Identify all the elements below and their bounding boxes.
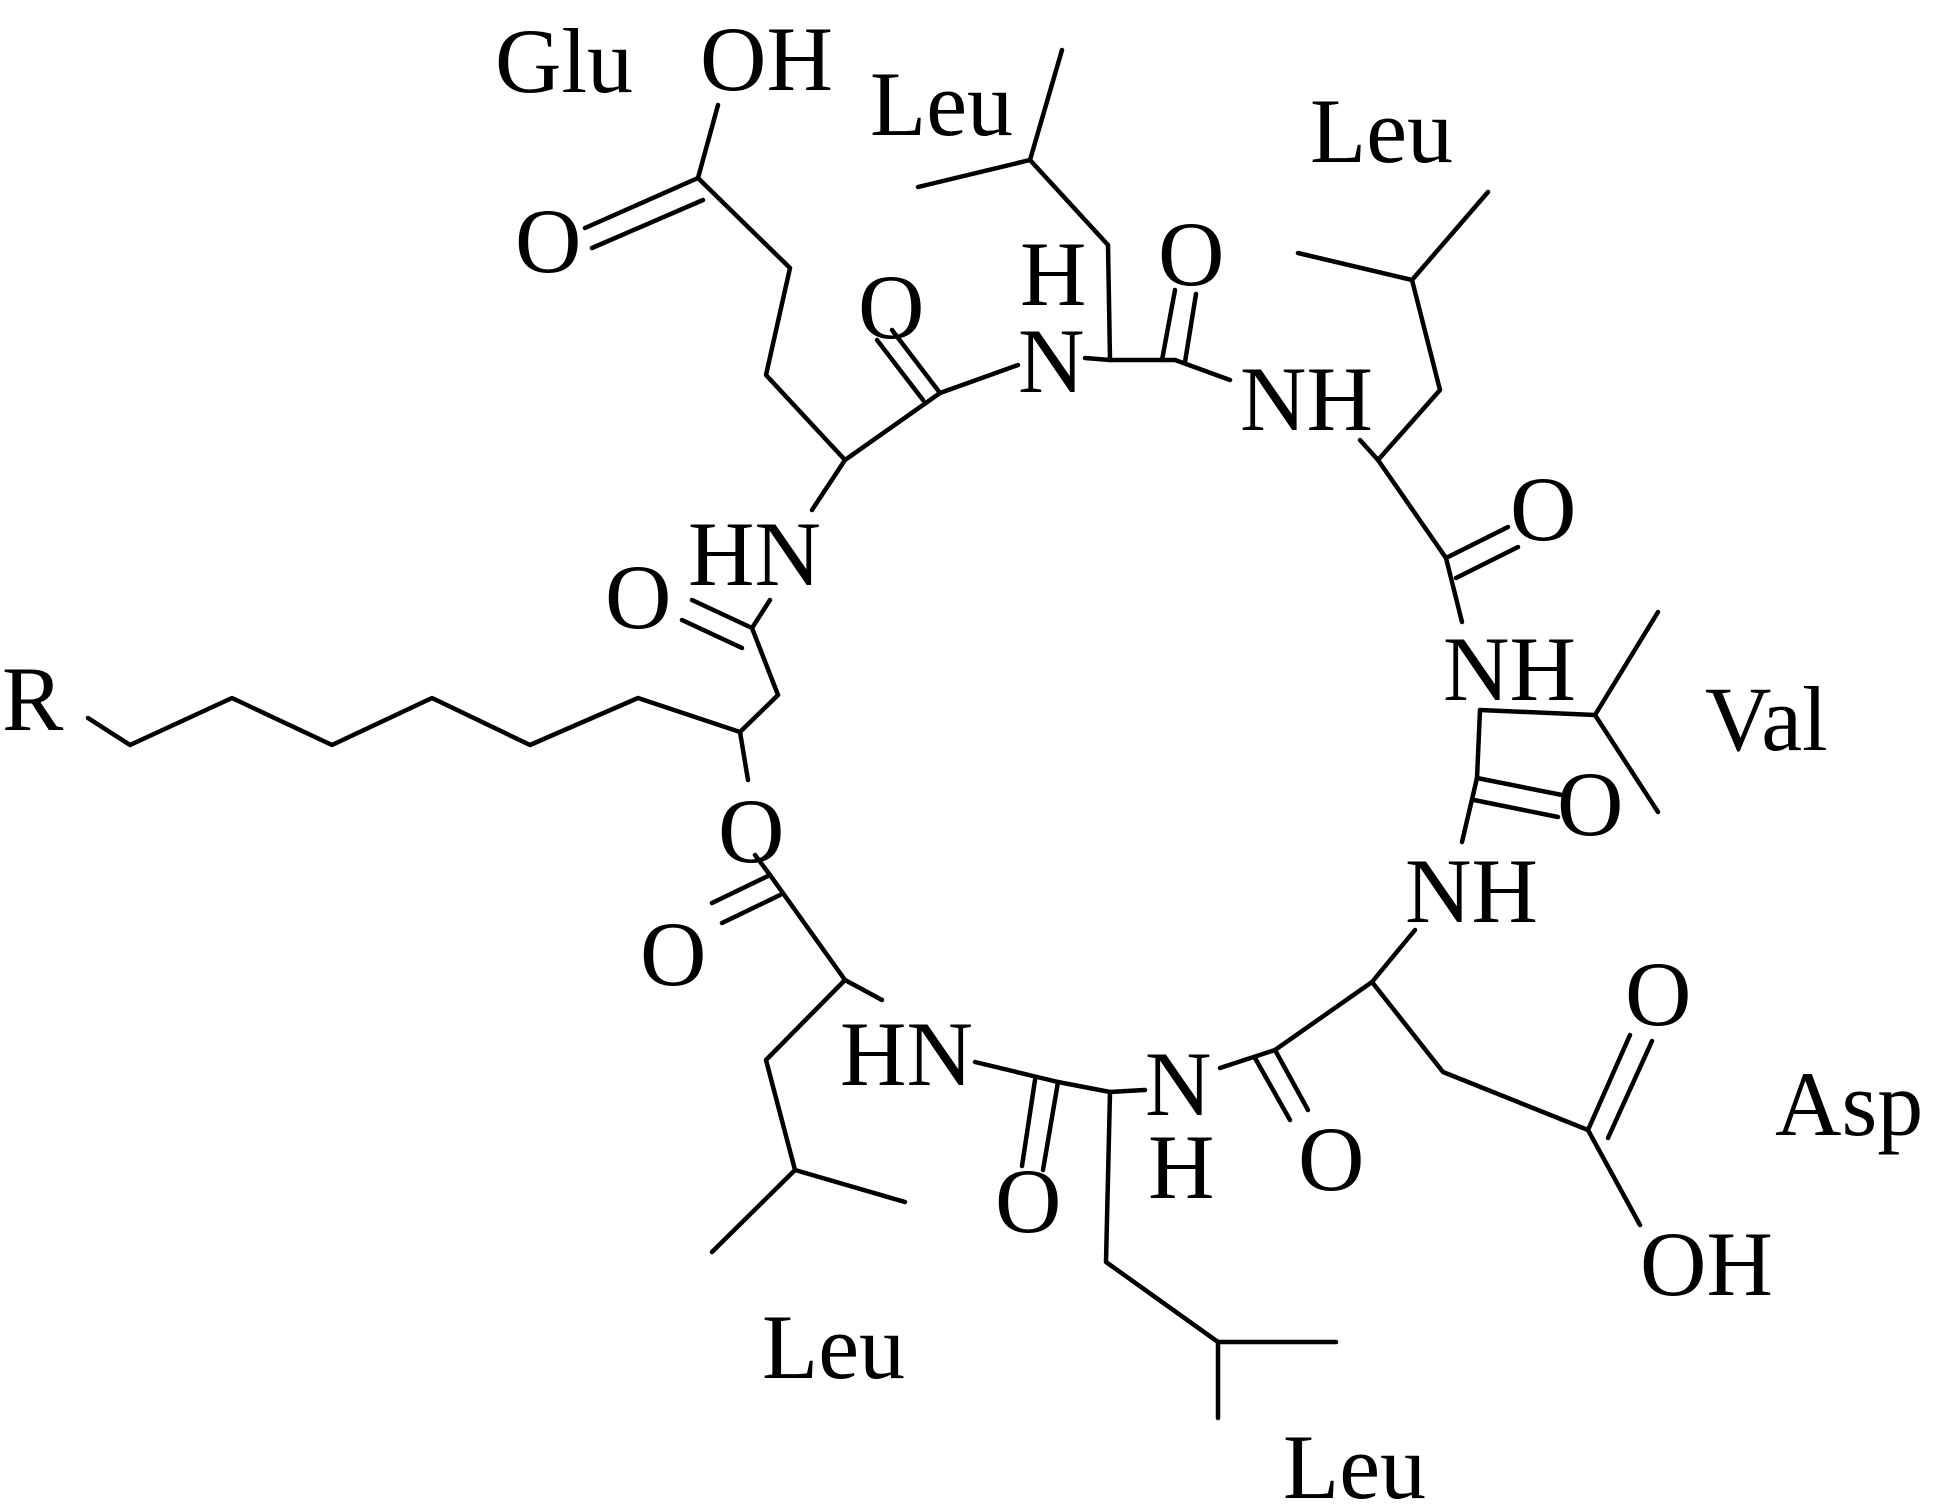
leu1-nh-to-alpha [1082, 355, 1113, 363]
asp-alpha-to-carbonyl [1272, 979, 1375, 1053]
leu2-carbonyl-double-bond-b [1453, 544, 1521, 581]
glu-carbonyl-to-nh [937, 362, 1021, 396]
asp-nh-label: NH [1405, 840, 1538, 942]
leu3-h-label: H [1148, 1116, 1214, 1218]
glu-amide-double-bond-a [889, 327, 943, 396]
beta-carbon-to-ch2 [737, 692, 781, 735]
asp-oh-label: OH [1640, 1213, 1773, 1315]
leu2-nh-to-alpha [1357, 437, 1381, 463]
leu1-h-label: H [1020, 223, 1086, 325]
leu2-nh-label: NH [1240, 348, 1373, 450]
leu3-nh-to-alpha [1107, 1087, 1148, 1095]
leu-bottom-left-residue-label: Leu [762, 1296, 905, 1398]
leu2-carbonyl-double-bond-a [1443, 524, 1511, 561]
leu2-side-chain [1375, 189, 1491, 463]
val-carbonyl-double-bond-a [1474, 775, 1565, 798]
fatty-amide-double-bond-b [679, 617, 745, 651]
ester-carbonyl-o-label: O [640, 903, 706, 1005]
leu-bottom-right-residue-label: Leu [1283, 1416, 1426, 1507]
residue-labels: Glu Leu Leu Val Asp Leu Leu R [2, 10, 1923, 1507]
glu-amide-o-label: O [858, 256, 924, 358]
asp-carbonyl-to-nh [1217, 1047, 1278, 1071]
val-side-chain-down [1592, 712, 1661, 815]
val-side-chain-up [1592, 609, 1661, 718]
ester-carbonyl-double-bond-b [719, 892, 783, 926]
glu-residue-label: Glu [495, 10, 633, 112]
leu-top-left-residue-label: Leu [870, 53, 1013, 155]
glu-carbonyl-double-bond-a [582, 175, 701, 231]
glu-carbonyl-o-label: O [515, 190, 581, 292]
glu-alpha-to-n [809, 457, 848, 513]
fatty-acid-tail [85, 695, 743, 748]
leu1-carbonyl-o-label: O [1158, 203, 1224, 305]
lactone-o-label: O [718, 780, 784, 882]
val-nh-label: NH [1443, 618, 1576, 720]
leu-top-right-residue-label: Leu [1310, 80, 1453, 182]
leu3-n-label: N [1145, 1033, 1211, 1135]
val-residue-label: Val [1705, 668, 1828, 770]
asp-acid-double-bond-b [1605, 1038, 1655, 1141]
leu3-alpha-to-carbonyl [1055, 1079, 1113, 1095]
leu1-n-label: N [1018, 310, 1084, 412]
asp-residue-label: Asp [1775, 1053, 1923, 1155]
glu-amide-double-bond-b [874, 337, 926, 403]
glu-hn-label: HN [688, 503, 821, 605]
leu3-side-chain [1103, 1089, 1221, 1421]
leu1-side-chain [1027, 47, 1113, 363]
val-carbonyl-to-nh [1459, 775, 1480, 845]
asp-carbonyl-double-bond-b [1252, 1055, 1293, 1123]
leu2-alpha-to-carbonyl [1375, 457, 1449, 561]
glu-side-chain [695, 175, 848, 463]
asp-side-chain [1369, 979, 1591, 1133]
bonds [85, 47, 1661, 1421]
asp-carbonyl-double-bond-a [1272, 1047, 1311, 1113]
asp-oh-bond [1585, 1127, 1643, 1228]
leu1-branch [915, 157, 1033, 190]
atom-labels: OH O O H N O NH O NH O NH O OH O N H O H… [515, 8, 1773, 1315]
leu2-branch [1295, 250, 1415, 283]
leu2-carbonyl-to-nh [1443, 555, 1465, 625]
ring-o-to-beta-carbon [737, 729, 751, 783]
leu1-carbonyl-to-nh [1172, 357, 1233, 383]
fatty-amide-o-label: O [605, 546, 671, 648]
ester-carbonyl-to-o [752, 852, 773, 878]
fatty-carbonyl-to-hn [749, 597, 773, 631]
asp-acid-o-label: O [1625, 943, 1691, 1045]
val-nh-to-carbonyl [1474, 707, 1483, 781]
leu1-carbonyl-double-bond-b [1182, 291, 1199, 365]
val-nh-to-alpha [1477, 707, 1598, 718]
asp-carbonyl-o-label: O [1298, 1108, 1364, 1210]
leu4-branch [792, 1167, 908, 1205]
glu-oh-label: OH [700, 8, 833, 110]
glu-carbonyl-double-bond-b [589, 197, 706, 251]
leu3-carbonyl-double-bond-b [1019, 1077, 1038, 1169]
ester-carbonyl-double-bond-a [709, 872, 773, 906]
val-carbonyl-o-label: O [1557, 753, 1623, 855]
asp-nh-to-alpha [1369, 927, 1418, 985]
leu4-alpha-to-ester-carbonyl [767, 872, 848, 983]
leu4-side-chain [709, 977, 848, 1255]
leu2-carbonyl-o-label: O [1510, 458, 1576, 560]
leu3-carbonyl-double-bond-a [1040, 1079, 1061, 1173]
r-group-label: R [2, 648, 64, 750]
leu3-carbonyl-o-label: O [995, 1150, 1061, 1252]
val-carbonyl-double-bond-b [1471, 797, 1561, 820]
leu3-carbonyl-to-nh [972, 1059, 1061, 1085]
leu4-hn-label: HN [840, 1003, 973, 1105]
glu-oh-bond [695, 102, 721, 181]
glu-alpha-to-carbonyl [842, 390, 943, 463]
leu4-nh-to-alpha [842, 977, 885, 1003]
ch2-to-amide-carbonyl [749, 625, 781, 698]
fatty-amide-double-bond-a [689, 597, 755, 631]
asp-acid-double-bond-a [1585, 1032, 1633, 1133]
leu1-carbonyl-double-bond-a [1159, 287, 1178, 363]
